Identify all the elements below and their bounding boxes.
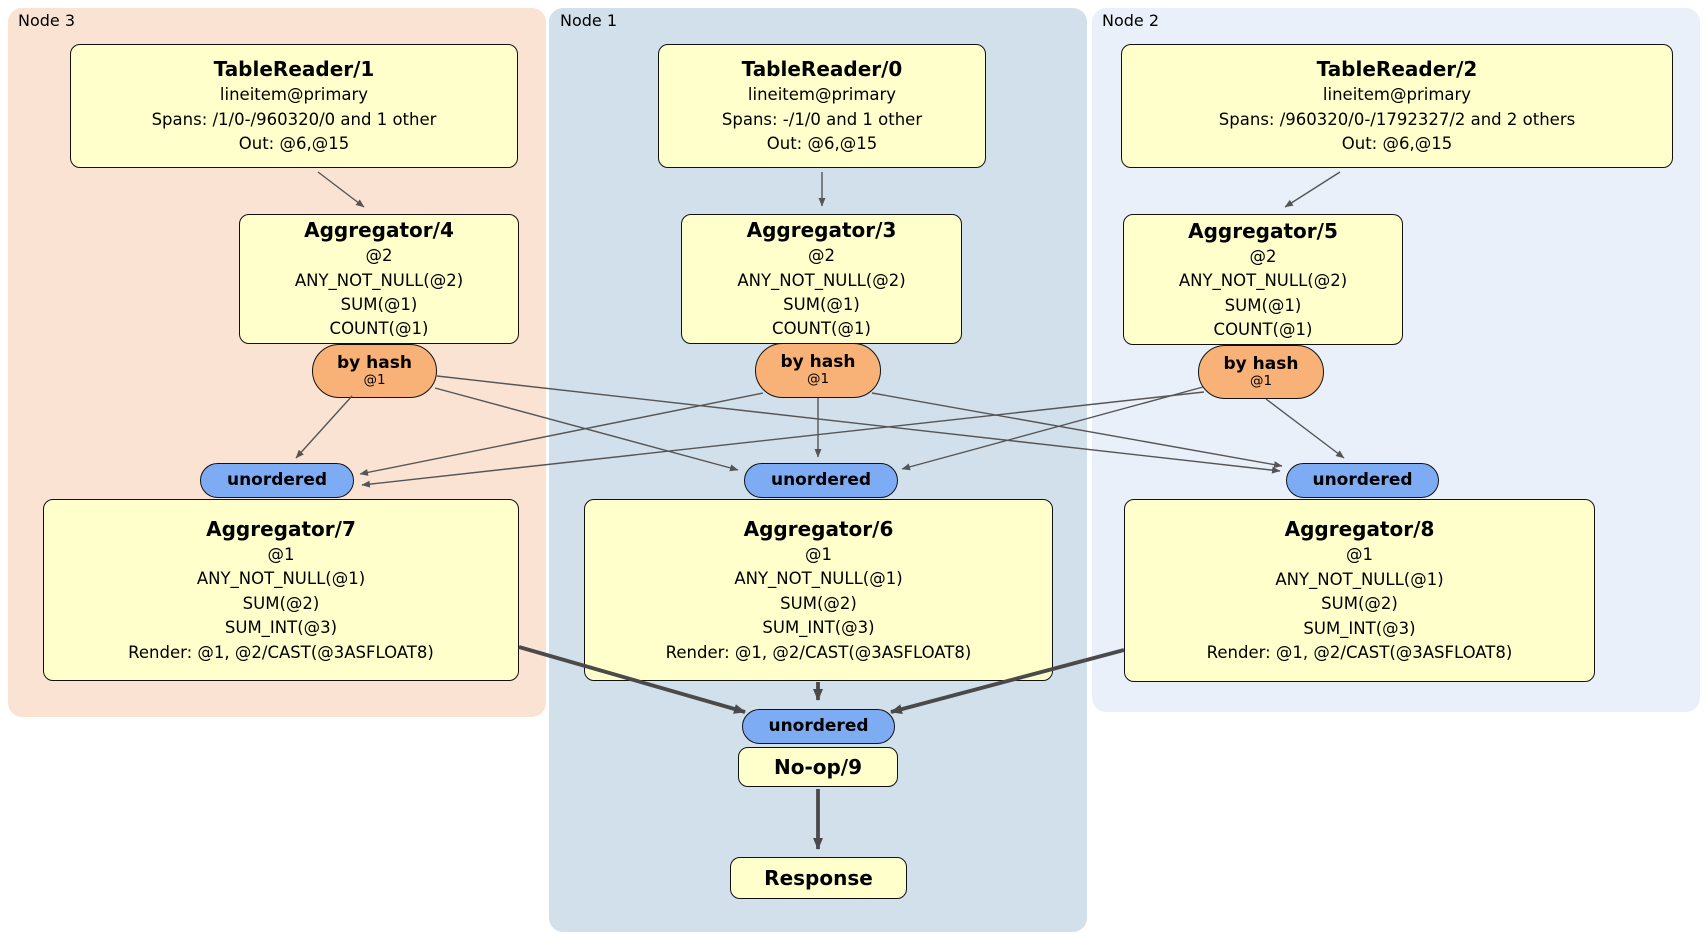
- box-line: Spans: /960320/0-/1792327/2 and 2 others: [1218, 109, 1576, 129]
- box-title: TableReader/2: [1316, 57, 1478, 82]
- by-hash-router-4: by hash @1: [312, 344, 437, 398]
- box-line: @1: [805, 544, 832, 564]
- box-line: lineitem@primary: [219, 85, 369, 105]
- aggregator-8-box: Aggregator/8 @1 ANY_NOT_NULL(@1) SUM(@2)…: [1124, 499, 1595, 682]
- box-line: ANY_NOT_NULL(@2): [737, 270, 906, 290]
- aggregator-6-box: Aggregator/6 @1 ANY_NOT_NULL(@1) SUM(@2)…: [584, 499, 1053, 681]
- box-line: SUM(@2): [242, 593, 320, 613]
- box-title: Aggregator/4: [304, 218, 454, 243]
- aggregator-4-box: Aggregator/4 @2 ANY_NOT_NULL(@2) SUM(@1)…: [239, 214, 519, 344]
- box-line: SUM_INT(@3): [224, 618, 338, 638]
- router-detail: @1: [1249, 372, 1273, 389]
- box-line: ANY_NOT_NULL(@1): [1275, 569, 1444, 589]
- box-line: SUM(@2): [780, 593, 857, 613]
- router-detail: @1: [363, 371, 386, 388]
- box-line: @2: [365, 246, 393, 266]
- box-line: ANY_NOT_NULL(@1): [196, 569, 366, 589]
- box-line: COUNT(@1): [329, 319, 429, 339]
- tablereader-1-box: TableReader/1 lineitem@primary Spans: /1…: [70, 44, 518, 168]
- router-label: by hash: [1223, 353, 1299, 374]
- router-label: by hash: [780, 352, 856, 373]
- box-line: SUM(@1): [783, 295, 860, 314]
- box-line: Render: @1, @2/CAST(@3ASFLOAT8): [665, 642, 972, 662]
- router-detail: @1: [806, 371, 830, 388]
- box-line: Out: @6,@15: [1341, 134, 1453, 154]
- box-line: lineitem@primary: [1322, 85, 1472, 105]
- box-line: Render: @1, @2/CAST(@3ASFLOAT8): [1206, 643, 1513, 663]
- box-line: Render: @1, @2/CAST(@3ASFLOAT8): [128, 642, 434, 662]
- response-box: Response: [730, 857, 907, 899]
- box-line: COUNT(@1): [772, 319, 871, 339]
- box-line: SUM_INT(@3): [1303, 618, 1416, 638]
- box-line: ANY_NOT_NULL(@2): [294, 270, 464, 290]
- box-line: SUM_INT(@3): [762, 618, 875, 638]
- box-title: Response: [764, 866, 873, 890]
- unordered-sync-6: unordered: [744, 463, 898, 498]
- box-line: Out: @6,@15: [238, 134, 350, 154]
- unordered-sync-8: unordered: [1286, 463, 1439, 498]
- unordered-sync-9: unordered: [742, 709, 895, 744]
- tablereader-2-box: TableReader/2 lineitem@primary Spans: /9…: [1121, 44, 1673, 168]
- box-line: @1: [1346, 545, 1373, 565]
- box-line: lineitem@primary: [747, 85, 897, 105]
- box-title: Aggregator/6: [743, 516, 894, 541]
- box-line: Spans: -/1/0 and 1 other: [721, 109, 923, 129]
- box-line: Spans: /1/0-/960320/0 and 1 other: [151, 109, 437, 129]
- router-label: unordered: [1312, 470, 1413, 491]
- box-title: Aggregator/7: [206, 516, 356, 541]
- box-title: TableReader/0: [741, 57, 903, 82]
- box-title: Aggregator/5: [1188, 218, 1338, 243]
- noop-9-box: No-op/9: [738, 747, 898, 787]
- box-title: Aggregator/8: [1284, 517, 1435, 542]
- box-title: No-op/9: [773, 755, 863, 779]
- box-line: ANY_NOT_NULL(@2): [1178, 271, 1348, 291]
- aggregator-7-box: Aggregator/7 @1 ANY_NOT_NULL(@1) SUM(@2)…: [43, 499, 519, 681]
- router-label: unordered: [768, 716, 869, 737]
- group-label-node3: Node 3: [18, 11, 76, 30]
- aggregator-5-box: Aggregator/5 @2 ANY_NOT_NULL(@2) SUM(@1)…: [1123, 214, 1403, 345]
- box-line: @1: [267, 544, 295, 564]
- aggregator-3-box: Aggregator/3 @2 ANY_NOT_NULL(@2) SUM(@1)…: [681, 214, 962, 344]
- tablereader-0-box: TableReader/0 lineitem@primary Spans: -/…: [658, 44, 986, 168]
- router-label: unordered: [770, 470, 872, 491]
- by-hash-router-5: by hash @1: [1198, 345, 1324, 399]
- box-line: @2: [808, 246, 835, 266]
- box-line: @2: [1249, 246, 1277, 266]
- group-label-node2: Node 2: [1102, 11, 1160, 30]
- group-label-node1: Node 1: [560, 11, 618, 30]
- box-title: Aggregator/3: [746, 218, 897, 243]
- box-line: SUM(@1): [1224, 295, 1302, 315]
- box-line: SUM(@2): [1321, 594, 1398, 614]
- router-label: unordered: [226, 470, 328, 491]
- box-title: TableReader/1: [213, 57, 375, 82]
- box-line: SUM(@1): [340, 295, 418, 314]
- box-line: Out: @6,@15: [766, 134, 878, 154]
- box-line: COUNT(@1): [1213, 319, 1313, 339]
- by-hash-router-3: by hash @1: [755, 343, 881, 398]
- router-label: by hash: [337, 352, 412, 373]
- unordered-sync-7: unordered: [200, 463, 354, 498]
- box-line: ANY_NOT_NULL(@1): [734, 569, 903, 589]
